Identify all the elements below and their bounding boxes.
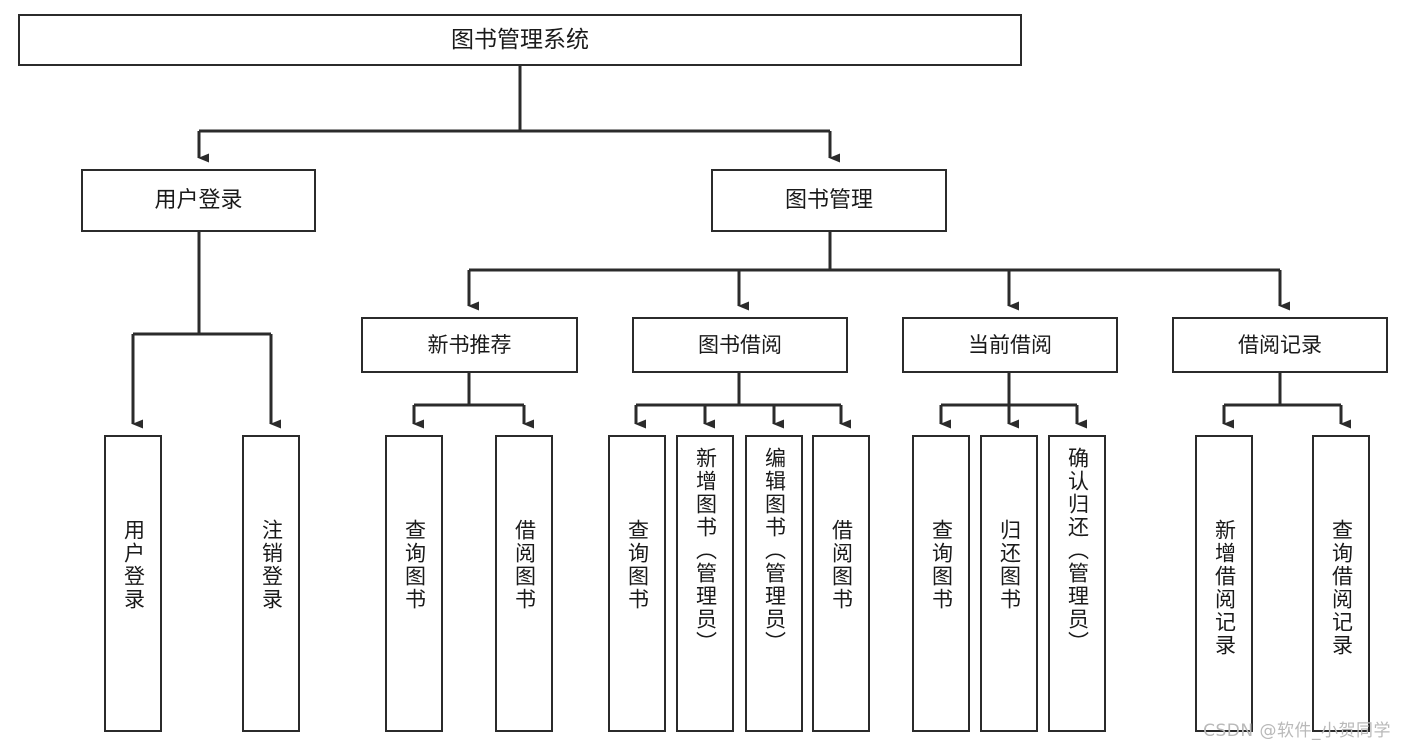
leaf-current-borrow-confirm[interactable]: 确认归还（管理员） [1048,435,1106,732]
leaf-current-borrow-query[interactable]: 查询图书 [912,435,970,732]
leaf-book-borrow-query-label: 查询图书 [625,519,650,611]
node-root-system[interactable]: 图书管理系统 [18,14,1022,66]
leaf-new-book-query-label: 查询图书 [402,519,427,611]
leaf-borrow-record-query-label: 查询借阅记录 [1329,519,1354,657]
leaf-current-borrow-confirm-label: 确认归还（管理员） [1065,447,1090,654]
leaf-book-borrow-add[interactable]: 新增图书（管理员） [676,435,734,732]
leaf-book-borrow-borrow[interactable]: 借阅图书 [812,435,870,732]
node-current-borrow-label: 当前借阅 [968,332,1052,357]
leaf-new-book-borrow-label: 借阅图书 [512,519,537,611]
leaf-user-login-login-label: 用户登录 [121,519,146,611]
leaf-current-borrow-query-label: 查询图书 [929,519,954,611]
leaf-book-borrow-add-label: 新增图书（管理员） [693,447,718,654]
csdn-watermark: CSDN @软件_小贺同学 [1203,721,1391,741]
leaf-book-borrow-query[interactable]: 查询图书 [608,435,666,732]
node-user-login[interactable]: 用户登录 [81,169,316,232]
leaf-current-borrow-return-label: 归还图书 [997,519,1022,611]
node-new-book-recommend[interactable]: 新书推荐 [361,317,578,373]
leaf-borrow-record-add[interactable]: 新增借阅记录 [1195,435,1253,732]
node-user-login-label: 用户登录 [154,187,243,213]
node-book-borrow-label: 图书借阅 [698,332,782,357]
leaf-current-borrow-return[interactable]: 归还图书 [980,435,1038,732]
node-borrow-record-label: 借阅记录 [1238,332,1322,357]
node-book-management[interactable]: 图书管理 [711,169,947,232]
node-root-system-label: 图书管理系统 [451,26,589,53]
leaf-book-borrow-edit[interactable]: 编辑图书（管理员） [745,435,803,732]
leaf-user-login-login[interactable]: 用户登录 [104,435,162,732]
node-current-borrow[interactable]: 当前借阅 [902,317,1118,373]
leaf-book-borrow-edit-label: 编辑图书（管理员） [762,447,787,654]
leaf-user-login-logout-label: 注销登录 [259,519,284,611]
leaf-borrow-record-query[interactable]: 查询借阅记录 [1312,435,1370,732]
leaf-new-book-query[interactable]: 查询图书 [385,435,443,732]
leaf-borrow-record-add-label: 新增借阅记录 [1212,519,1237,657]
leaf-new-book-borrow[interactable]: 借阅图书 [495,435,553,732]
node-borrow-record[interactable]: 借阅记录 [1172,317,1388,373]
node-book-management-label: 图书管理 [784,187,873,213]
leaf-book-borrow-borrow-label: 借阅图书 [829,519,854,611]
node-book-borrow[interactable]: 图书借阅 [632,317,848,373]
leaf-user-login-logout[interactable]: 注销登录 [242,435,300,732]
node-new-book-recommend-label: 新书推荐 [427,332,512,357]
